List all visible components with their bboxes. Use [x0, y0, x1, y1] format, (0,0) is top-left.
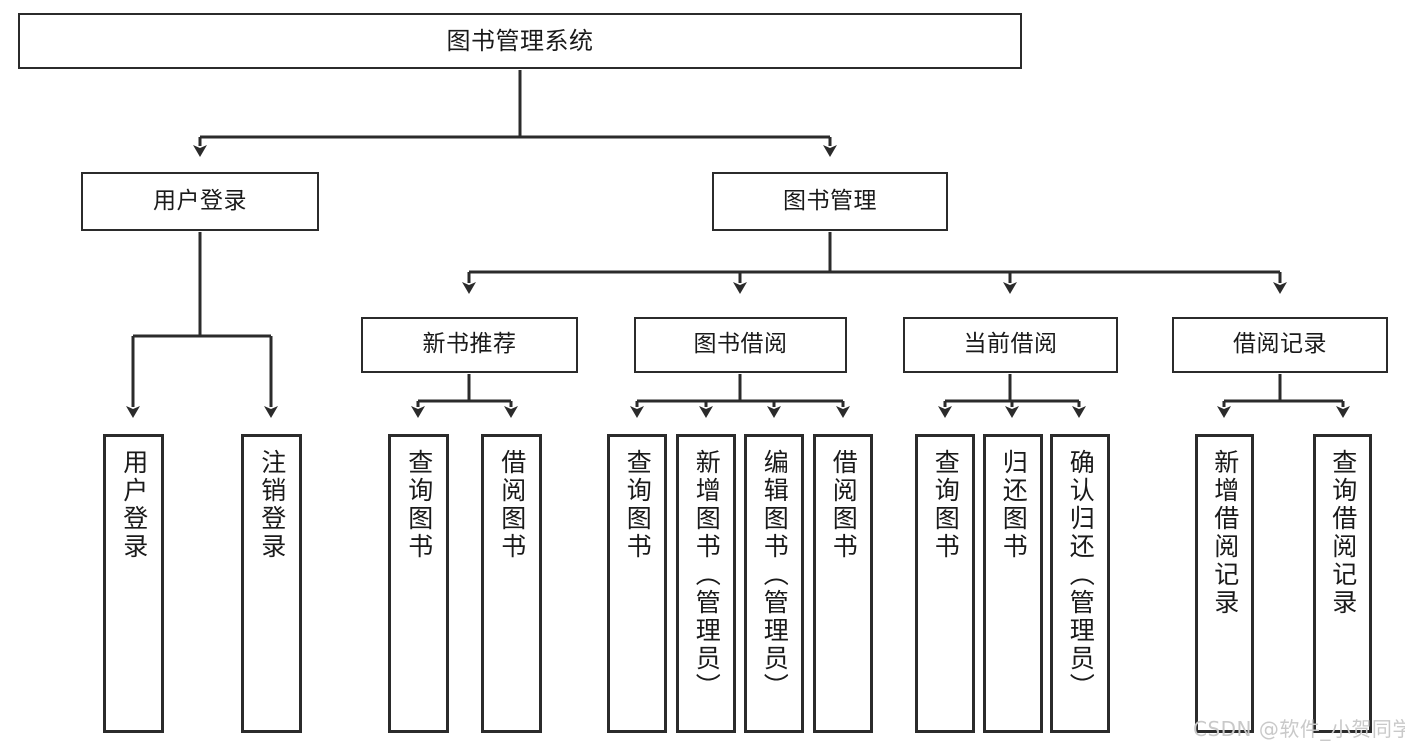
node-label: 新增图书（管理员）	[692, 449, 722, 701]
node-label: 借阅记录	[1233, 331, 1327, 358]
leaf-user-login[interactable]: 用户登录	[103, 434, 164, 733]
node-label: 归还图书	[999, 449, 1029, 561]
leaf-edit-book-admin[interactable]: 编辑图书（管理员）	[744, 434, 804, 733]
node-borrow-record[interactable]: 借阅记录	[1172, 317, 1388, 373]
leaf-query-borrow-record[interactable]: 查询借阅记录	[1313, 434, 1372, 733]
node-label: 编辑图书（管理员）	[760, 449, 790, 701]
node-book-management[interactable]: 图书管理	[712, 172, 948, 231]
node-label: 图书借阅	[693, 331, 788, 358]
node-label: 查询图书	[623, 449, 653, 561]
leaf-borrow-book-recommend[interactable]: 借阅图书	[481, 434, 542, 733]
node-label: 借阅图书	[829, 449, 859, 561]
leaf-query-book-recommend[interactable]: 查询图书	[388, 434, 449, 733]
node-label: 图书管理系统	[446, 26, 594, 55]
node-label: 借阅图书	[497, 449, 527, 561]
leaf-borrow-book[interactable]: 借阅图书	[813, 434, 873, 733]
node-label: 当前借阅	[963, 331, 1058, 358]
leaf-add-book-admin[interactable]: 新增图书（管理员）	[676, 434, 736, 733]
node-book-borrow[interactable]: 图书借阅	[634, 317, 847, 373]
node-new-book-recommend[interactable]: 新书推荐	[361, 317, 578, 373]
node-label: 新书推荐	[422, 331, 517, 358]
node-current-borrow[interactable]: 当前借阅	[903, 317, 1118, 373]
leaf-query-book-current[interactable]: 查询图书	[915, 434, 975, 733]
leaf-return-book[interactable]: 归还图书	[983, 434, 1043, 733]
node-label: 确认归还（管理员）	[1066, 449, 1096, 701]
leaf-add-borrow-record[interactable]: 新增借阅记录	[1195, 434, 1254, 733]
node-label: 用户登录	[119, 449, 149, 561]
node-label: 注销登录	[257, 449, 287, 561]
leaf-logout[interactable]: 注销登录	[241, 434, 302, 733]
leaf-query-book-borrow[interactable]: 查询图书	[607, 434, 667, 733]
node-label: 查询图书	[931, 449, 961, 561]
node-label: 查询图书	[404, 449, 434, 561]
node-label: 图书管理	[783, 187, 877, 214]
watermark: CSDN @软件_小贺同学	[1193, 717, 1405, 741]
node-label: 查询借阅记录	[1328, 449, 1358, 617]
leaf-confirm-return-admin[interactable]: 确认归还（管理员）	[1050, 434, 1110, 733]
node-root-book-management-system[interactable]: 图书管理系统	[18, 13, 1022, 69]
node-user-login[interactable]: 用户登录	[81, 172, 319, 231]
node-label: 新增借阅记录	[1210, 449, 1240, 617]
node-label: 用户登录	[153, 187, 247, 214]
